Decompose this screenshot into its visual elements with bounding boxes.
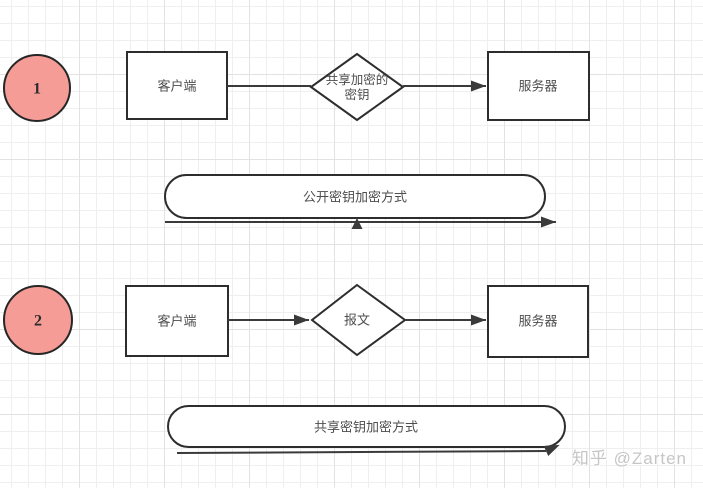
flow2-message-diamond bbox=[310, 283, 407, 357]
flow1-client-box bbox=[126, 51, 228, 120]
flow2-up-right-arrowhead bbox=[543, 444, 560, 457]
flow1-client-label: 客户端 bbox=[157, 79, 196, 94]
flow2-client-box bbox=[125, 285, 229, 357]
step-1-number: 1 bbox=[33, 81, 41, 98]
flow2-message-diamond-label: 报文 bbox=[344, 313, 370, 328]
flow2-banner-label: 共享密钥加密方式 bbox=[314, 420, 418, 435]
step-2-number: 2 bbox=[34, 313, 42, 330]
flow1-key-diamond bbox=[309, 52, 405, 122]
zhihu-watermark: 知乎 @Zarten bbox=[571, 449, 687, 468]
flow1-key-diamond-label-line1: 共享加密的 bbox=[326, 72, 389, 87]
flow1-up-arrowhead bbox=[351, 218, 363, 229]
flow2-server-box bbox=[487, 285, 589, 358]
flow2-client-label: 客户端 bbox=[157, 314, 196, 329]
flow2-baseline bbox=[176, 450, 547, 454]
step-2-badge bbox=[3, 285, 73, 355]
flow1-server-label: 服务器 bbox=[518, 79, 557, 94]
flow1-group: 1 客户端 共享加密的 密钥 服务器 公开密钥加密方式 bbox=[3, 51, 590, 229]
flow2-banner bbox=[167, 405, 566, 448]
flow2-server-label: 服务器 bbox=[518, 314, 557, 329]
flow1-banner-label: 公开密钥加密方式 bbox=[303, 190, 407, 205]
flow1-server-box bbox=[487, 51, 590, 121]
step-1-badge bbox=[3, 54, 71, 122]
flow2-group: 2 客户端 报文 服务器 共享密钥加密方式 bbox=[3, 283, 589, 457]
flow1-banner bbox=[164, 174, 546, 219]
flow1-key-diamond-label-line2: 密钥 bbox=[344, 87, 369, 102]
